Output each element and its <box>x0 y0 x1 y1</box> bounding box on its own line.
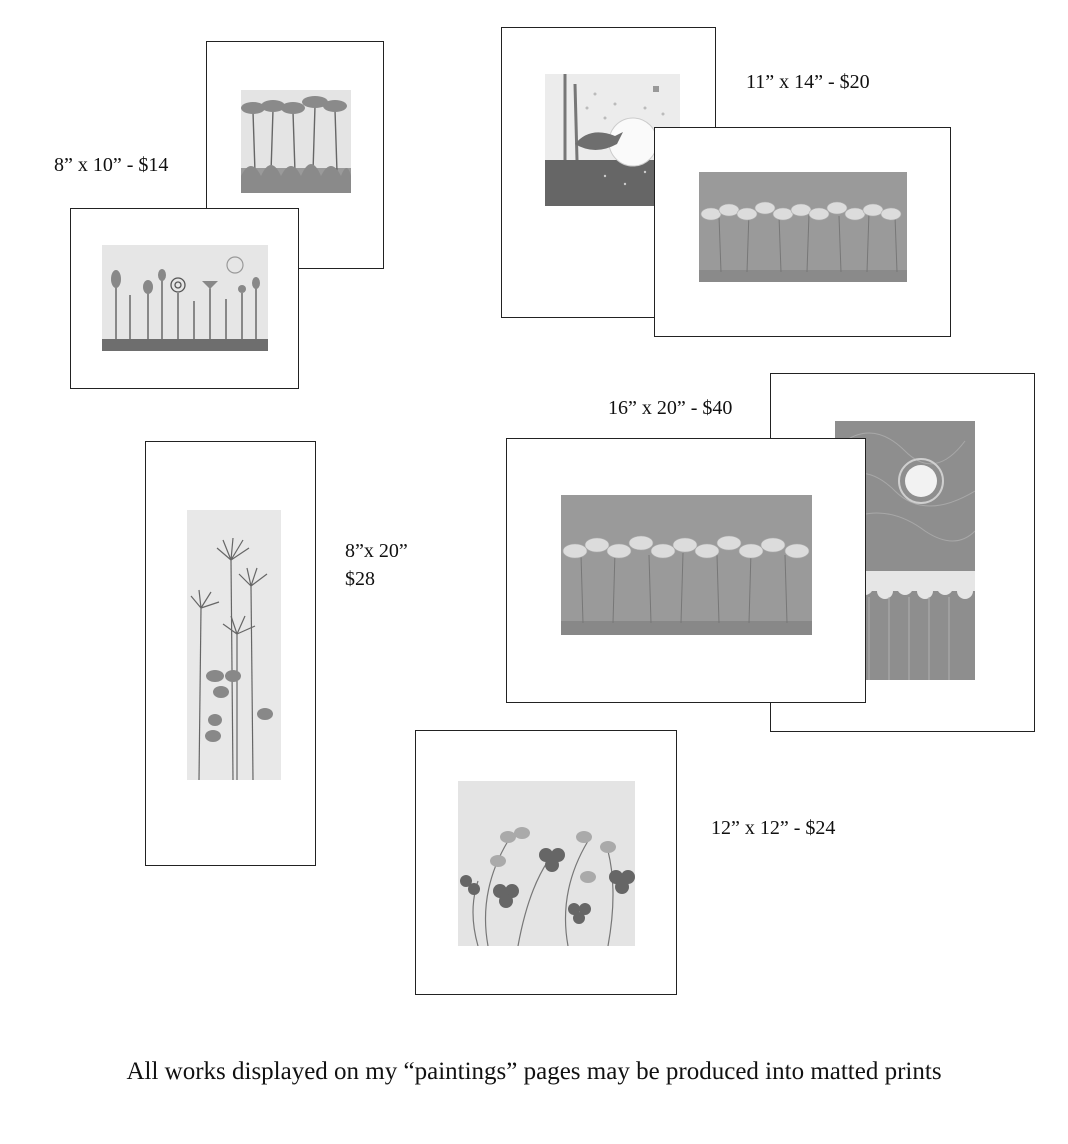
palm-flowers-painting-icon <box>241 90 351 193</box>
label-16x20: 16” x 20” - $40 <box>608 397 733 419</box>
print-8x20-dandelions[interactable] <box>145 441 316 866</box>
label-8x20-size: 8”x 20” <box>345 540 408 562</box>
flower-field-painting-icon <box>561 495 812 635</box>
tall-flowers-painting-icon <box>187 510 281 780</box>
print-12x12-blossoms[interactable] <box>415 730 677 995</box>
label-11x14: 11” x 14” - $20 <box>746 71 870 93</box>
footer-note: All works displayed on my “paintings” pa… <box>126 1058 942 1085</box>
blossoms-painting-icon <box>458 781 635 946</box>
flower-field-painting-icon <box>699 172 907 282</box>
label-8x10: 8” x 10” - $14 <box>54 154 169 176</box>
label-12x12: 12” x 12” - $24 <box>711 817 836 839</box>
label-8x20-price: $28 <box>345 568 375 590</box>
print-16x20-flowers[interactable] <box>506 438 866 703</box>
print-8x10-palms[interactable] <box>206 41 384 269</box>
whimsical-garden-painting-icon <box>102 245 268 351</box>
print-11x14-flowers[interactable] <box>654 127 951 337</box>
print-8x10-garden[interactable] <box>70 208 299 389</box>
